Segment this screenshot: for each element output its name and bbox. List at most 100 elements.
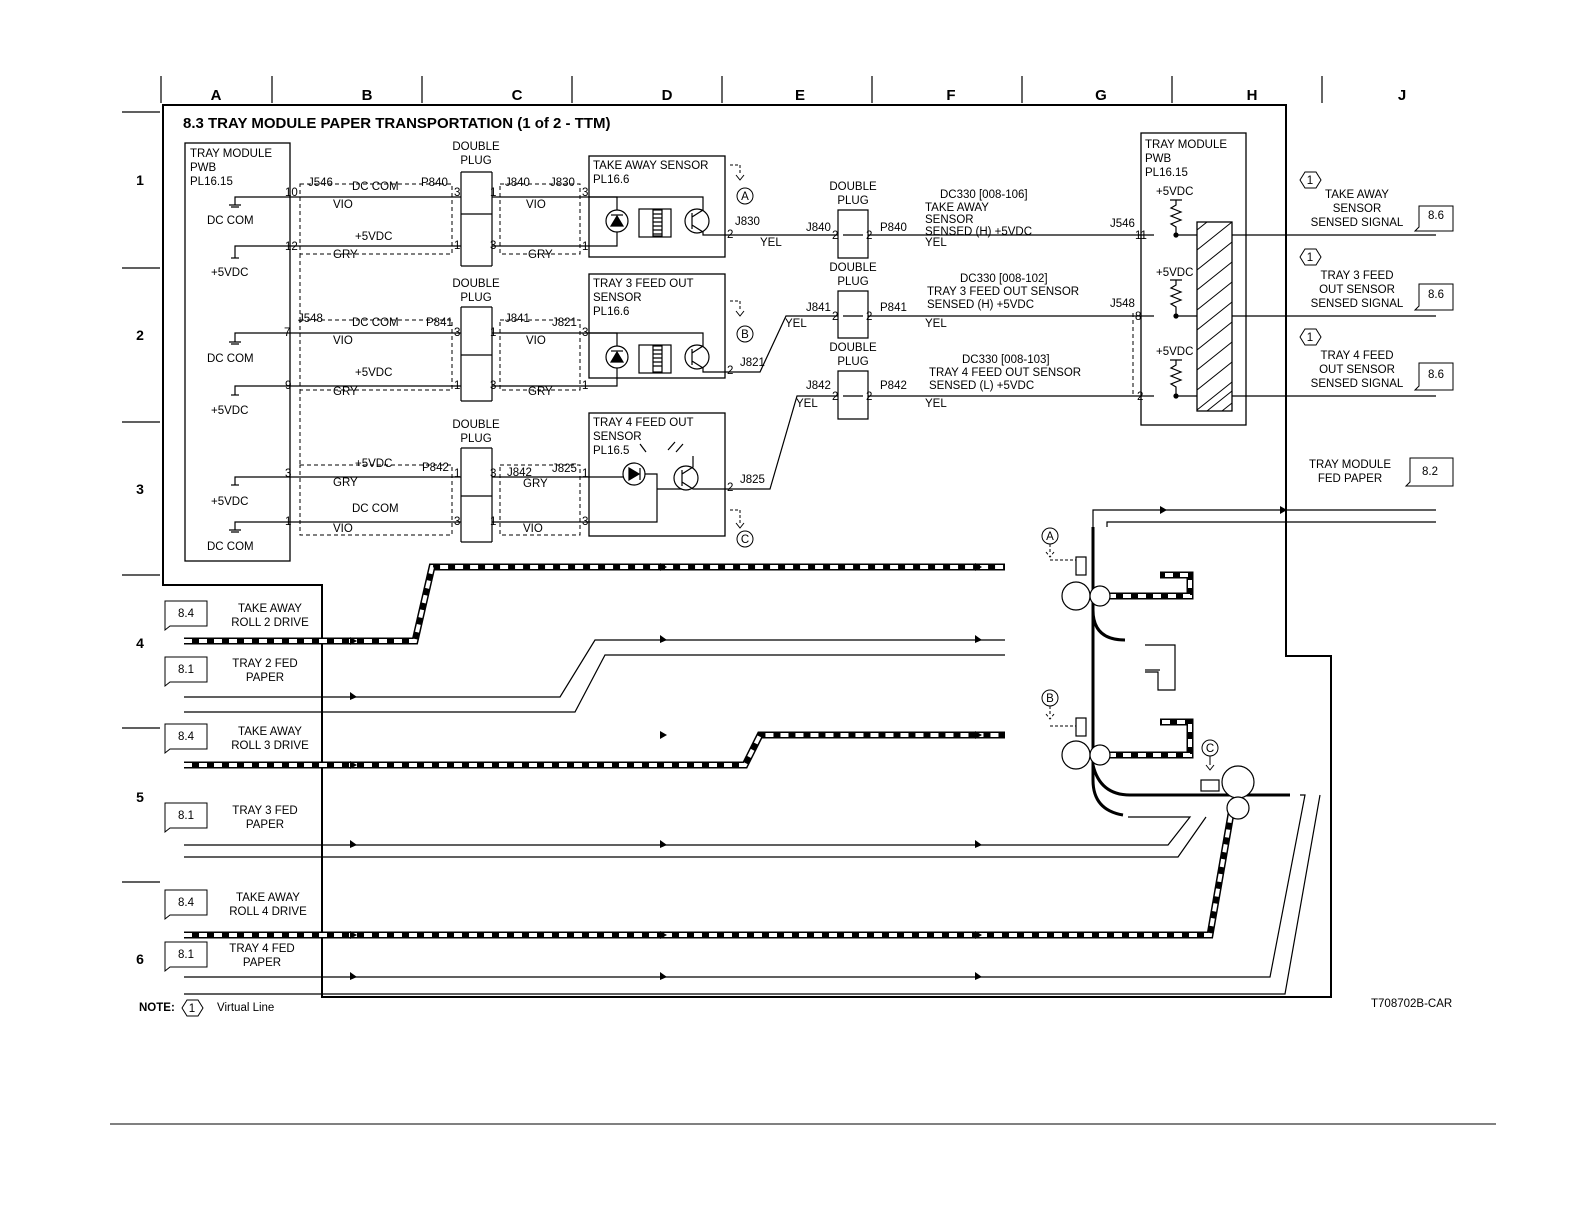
pin-2-g: 2 xyxy=(1137,391,1143,403)
test-point-labels: A B C xyxy=(741,191,749,546)
output3-ref: 8.6 xyxy=(1428,369,1444,381)
column-label-c: C xyxy=(512,87,523,104)
test-point-c: C xyxy=(741,534,749,546)
connector-outlines xyxy=(299,183,1134,536)
conn-j825-right: J825 xyxy=(740,474,765,486)
signal1-l2: SENSOR xyxy=(925,214,974,226)
label-5vdc-3: +5VDC xyxy=(211,496,248,508)
pin-3-f: 3 xyxy=(582,327,588,339)
pin-1-f: 1 xyxy=(582,380,588,392)
input-labels: 8.4 TAKE AWAY ROLL 2 DRIVE 8.1 TRAY 2 FE… xyxy=(164,600,309,973)
sensor1-line2: PL16.6 xyxy=(593,174,629,186)
drive-lines xyxy=(184,563,1236,939)
pin-3-d: 3 xyxy=(454,327,460,339)
pin-3-i: 3 xyxy=(454,516,460,528)
left-pwb-sub: PWB xyxy=(190,162,217,174)
diagram-title: 8.3 TRAY MODULE PAPER TRANSPORTATION (1 … xyxy=(183,115,611,132)
input6-ref: 8.1 xyxy=(178,949,194,961)
wire-yel-1: YEL xyxy=(760,237,782,249)
column-labels: A B C D E F G H J xyxy=(211,87,1407,104)
row-label-5: 5 xyxy=(136,789,144,805)
input4-l2: PAPER xyxy=(246,819,284,831)
pin-3-e: 3 xyxy=(490,380,496,392)
double-plug-label-3a: DOUBLE xyxy=(452,419,500,431)
input4-l1: TRAY 3 FED xyxy=(232,805,297,817)
conn-j840-left: J840 xyxy=(505,177,530,189)
signal2-l2: SENSED (H) +5VDC xyxy=(927,299,1034,311)
conn-p841-left: P841 xyxy=(426,317,453,329)
pin-1-a: 1 xyxy=(490,187,496,199)
input6-l2: PAPER xyxy=(243,957,281,969)
roll-test-points xyxy=(1041,527,1219,771)
pin-1-j: 1 xyxy=(582,468,588,480)
pin-7: 7 xyxy=(284,327,290,339)
figure-id: T708702B-CAR xyxy=(1371,998,1452,1010)
output2-sym: 1 xyxy=(1307,252,1313,264)
input3-l1: TAKE AWAY xyxy=(238,726,302,738)
input5-l2: ROLL 4 DRIVE xyxy=(229,906,307,918)
pin-10: 10 xyxy=(285,187,298,199)
column-label-f: F xyxy=(946,87,955,104)
pin-1-h: 1 xyxy=(454,468,460,480)
wire-yel-2: YEL xyxy=(925,237,947,249)
output4-ref: 8.2 xyxy=(1422,466,1438,478)
input2-l2: PAPER xyxy=(246,672,284,684)
dp-right-1b: PLUG xyxy=(837,195,868,207)
column-grid xyxy=(160,76,1323,103)
pin-3-g: 3 xyxy=(285,468,291,480)
conn-j548-right: J548 xyxy=(1110,298,1135,310)
test-points-sensors xyxy=(730,164,754,548)
right-pwb: TRAY MODULE PWB PL16.15 +5VDC +5VDC +5VD… xyxy=(1140,132,1436,426)
pin-12: 12 xyxy=(285,241,298,253)
wire-labels-row3: +5VDC P842 3 GRY DC COM 1 VIO 1 3 3 1 J8… xyxy=(285,458,588,535)
sensor3-line2: SENSOR xyxy=(593,431,642,443)
sensor2-pin2: 2 xyxy=(727,365,733,377)
transport-rolls xyxy=(1061,527,1290,820)
output3-l2: OUT SENSOR xyxy=(1319,364,1395,376)
left-pwb: TRAY MODULE PWB PL16.15 xyxy=(184,142,291,562)
dp-right-2b: PLUG xyxy=(837,276,868,288)
output-labels: 1 TAKE AWAY SENSOR SENSED SIGNAL 8.6 1 T… xyxy=(1299,171,1454,487)
dp-right-1a: DOUBLE xyxy=(829,181,877,193)
input5-l1: TAKE AWAY xyxy=(236,892,300,904)
column-label-b: B xyxy=(362,87,373,104)
conn-p842-right: P842 xyxy=(880,380,907,392)
legend-note: NOTE: 1 Virtual Line xyxy=(139,999,274,1017)
input3-l2: ROLL 3 DRIVE xyxy=(231,740,309,752)
left-supplies xyxy=(229,196,290,533)
label-dc-com-1: DC COM xyxy=(207,215,254,227)
wire-vio-4: VIO xyxy=(526,335,546,347)
pin-2-e: 2 xyxy=(832,391,838,403)
conn-p840-right: P840 xyxy=(880,222,907,234)
pin-1-g: 1 xyxy=(285,516,291,528)
wire-dc-com-1: DC COM xyxy=(352,181,399,193)
column-label-e: E xyxy=(795,87,805,104)
note-label: NOTE: xyxy=(139,1002,175,1014)
conn-j825-left: J825 xyxy=(552,463,577,475)
wire-labels-row1: J546 DC COM P840 10 VIO +5VDC 12 GRY 3 1… xyxy=(285,177,588,261)
wire-dc-com-3: DC COM xyxy=(352,503,399,515)
pin-1-d: 1 xyxy=(490,327,496,339)
left-supply-labels: DC COM +5VDC DC COM +5VDC +5VDC DC COM xyxy=(207,215,254,553)
paper-paths xyxy=(184,509,1436,995)
conn-j840-right: J840 xyxy=(806,222,831,234)
double-plug-label-1b: PLUG xyxy=(460,155,491,167)
label-dc-com-2: DC COM xyxy=(207,353,254,365)
paper-path-arrows xyxy=(350,506,1287,980)
column-label-g: G xyxy=(1095,87,1107,104)
double-plug-label-2a: DOUBLE xyxy=(452,278,500,290)
test-point-b: B xyxy=(741,329,749,341)
label-dc-com-3: DC COM xyxy=(207,541,254,553)
wires-left xyxy=(290,196,589,523)
dp-right-2a: DOUBLE xyxy=(829,262,877,274)
pin-2-c: 2 xyxy=(832,311,838,323)
wire-5vdc-3: +5VDC xyxy=(355,458,392,470)
signal3-l2: SENSED (L) +5VDC xyxy=(929,380,1034,392)
label-5vdc-1: +5VDC xyxy=(211,267,248,279)
take-away-sensor: TAKE AWAY SENSOR PL16.6 2 xyxy=(588,155,733,258)
conn-p842-left: P842 xyxy=(422,462,449,474)
row-grid xyxy=(122,111,160,883)
wire-vio-2: VIO xyxy=(526,199,546,211)
conn-j546-right: J546 xyxy=(1110,218,1135,230)
wire-yel-6: YEL xyxy=(925,398,947,410)
